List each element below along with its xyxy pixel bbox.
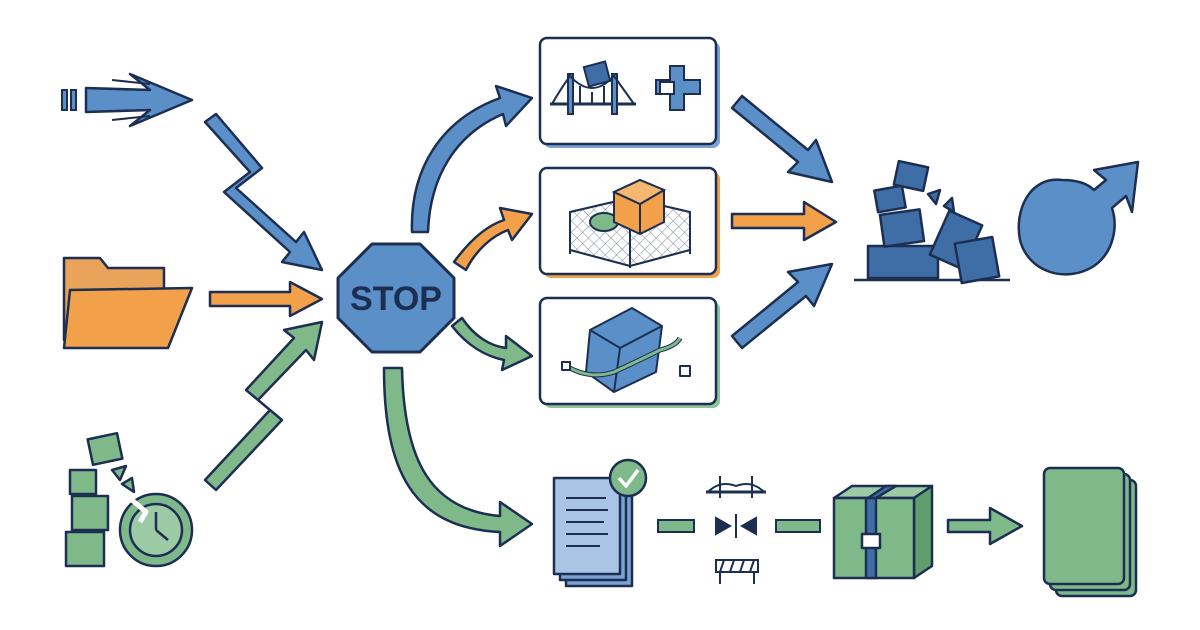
branch-arrow-middle <box>452 206 534 272</box>
stop-sign-text: STOP <box>350 280 442 318</box>
path-arrow-final <box>946 506 1024 546</box>
branch-arrow-bottom <box>382 366 534 548</box>
input-arrow-1 <box>203 112 324 272</box>
stacked-pages-icon <box>1042 466 1138 598</box>
broken-blocks-clock-icon <box>64 431 194 568</box>
result-arrow-bottom <box>730 262 834 350</box>
checked-documents-icon <box>552 458 648 588</box>
outcome-box-strapped <box>538 296 720 408</box>
stop-sign: STOP <box>336 242 456 354</box>
collapsing-blocks-icon <box>854 159 1010 285</box>
fenced-box-icon <box>569 178 691 268</box>
result-arrow-middle <box>730 200 838 242</box>
branch-arrow-top <box>410 84 534 234</box>
input-arrow-3 <box>203 320 324 492</box>
strapped-package-icon <box>832 484 934 580</box>
folder-icon <box>62 256 194 350</box>
path-dash-1 <box>657 519 695 533</box>
fast-arrow-icon <box>61 72 194 128</box>
result-arrow-top <box>730 94 834 184</box>
bridge-detour-icon <box>550 60 701 115</box>
outcome-box-bridge <box>538 36 720 148</box>
blob-arrow-icon <box>1017 160 1140 276</box>
outcome-box-fenced <box>538 166 720 278</box>
bridge-barrier-icon <box>706 476 766 584</box>
strapped-box-icon <box>561 307 691 393</box>
branch-arrow-lower <box>450 316 534 372</box>
path-dash-2 <box>775 519 821 533</box>
input-arrow-2 <box>208 280 324 318</box>
